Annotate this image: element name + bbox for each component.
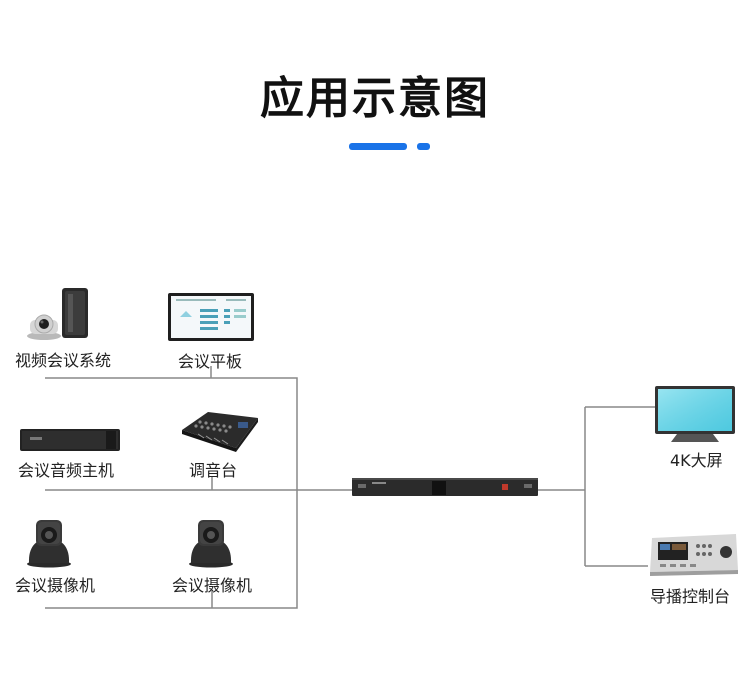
label-camera-2: 会议摄像机 [172, 576, 253, 595]
conference-tablet-icon [168, 293, 254, 341]
ptz-camera-icon [27, 520, 71, 568]
title-accent-dot [417, 143, 430, 150]
label-mixer: 调音台 [189, 461, 238, 480]
label-video-conference: 视频会议系统 [15, 351, 112, 370]
mixing-console-icon [182, 412, 258, 452]
label-director-console: 导播控制台 [650, 587, 731, 606]
director-console-device [648, 530, 740, 580]
line-left-bus [45, 377, 298, 609]
director-console-icon [650, 534, 738, 576]
video-conference-device [24, 286, 94, 346]
mixer-device [178, 408, 262, 458]
audio-host-device [20, 427, 120, 457]
ptz-camera-icon [189, 520, 233, 568]
video-conference-system-icon [27, 288, 88, 340]
page-title: 应用示意图 [260, 73, 490, 124]
center-processor-device [352, 474, 538, 504]
label-camera-1: 会议摄像机 [15, 576, 96, 595]
screen-4k-device [655, 386, 735, 448]
label-conference-tablet: 会议平板 [178, 352, 243, 371]
label-audio-host: 会议音频主机 [18, 461, 115, 480]
label-screen-4k: 4K大屏 [670, 451, 723, 470]
monitor-icon [655, 386, 735, 442]
camera-device-1 [24, 518, 74, 572]
rack-unit-icon [352, 478, 538, 496]
camera-device-2 [186, 518, 236, 572]
conference-tablet-device [168, 293, 254, 347]
title-accent-bar [349, 143, 407, 150]
audio-host-icon [20, 429, 120, 451]
